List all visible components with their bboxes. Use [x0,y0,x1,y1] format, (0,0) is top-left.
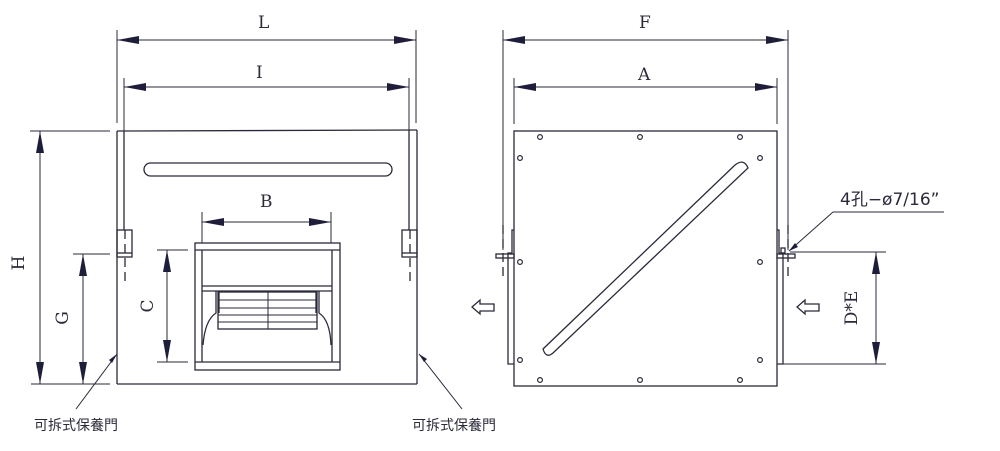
airflow-outlet-arrow-icon [471,298,495,316]
dimension-label-C: C [138,299,158,312]
dimension-G: G [53,253,110,384]
top-slot [143,162,393,177]
dimension-DE: D*E [781,251,886,365]
dimension-B: B [201,192,332,243]
dimension-label-H: H [9,256,29,271]
dimension-label-F: F [639,13,651,33]
dimension-I: I [123,63,410,131]
diagonal-slot [542,161,749,356]
door-callout-right: 可拆式保養門 [412,353,496,434]
door-callout-left: 可拆式保養門 [34,353,118,434]
blower-fan-unit [194,242,341,371]
side-view: F A [471,13,944,387]
dimension-label-A: A [637,65,651,85]
dimension-C: C [138,249,188,363]
side-panel [513,130,778,387]
dimension-label-B: B [260,192,273,212]
dimension-A: A [513,65,778,124]
flange-right [776,225,796,365]
dimension-label-I: I [256,63,263,83]
housing-outline [116,129,418,385]
dimension-H: H [9,130,110,385]
dimension-F: F [502,13,789,250]
dimension-label-G: G [53,311,73,325]
hinge-right [401,229,418,282]
hinge-left [116,229,133,282]
hole-callout: 4孔−ø7/16” [788,190,944,252]
door-label-left: 可拆式保養門 [34,417,118,434]
door-label-right: 可拆式保養門 [412,417,496,434]
flange-left [495,225,515,365]
dimension-L: L [116,13,417,123]
airflow-inlet-arrow-icon [796,298,820,316]
dimension-label-L: L [258,13,269,33]
front-view: L I [9,13,496,434]
hole-spec-note: 4孔−ø7/16” [840,190,939,210]
dimension-label-DE: D*E [842,291,862,326]
